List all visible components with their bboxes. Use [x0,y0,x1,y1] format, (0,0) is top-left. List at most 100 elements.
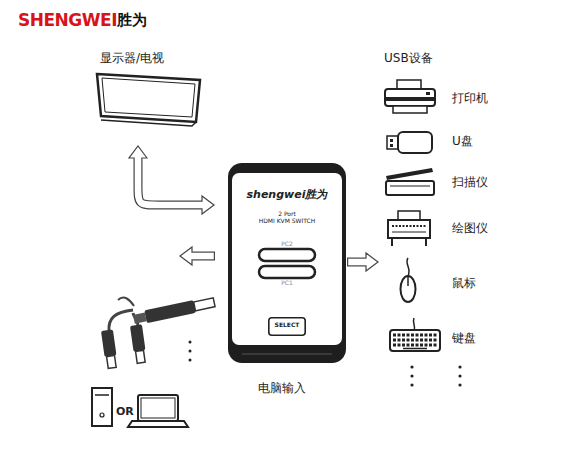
key-row [393,339,437,342]
dot [410,374,413,377]
keyboard-cable [413,318,414,330]
select-key [269,318,305,335]
arrow-head [202,196,214,214]
device-label: 绘图仪 [452,222,488,236]
scanner-icon [386,168,434,195]
monitor-node: 显示器/电视 [92,50,208,132]
plotter-icon [388,211,430,246]
laptop-lid [138,395,178,421]
plug-body [101,329,117,356]
arrow-head [129,146,147,158]
mouse-cable [407,258,409,276]
output-arrow [180,247,215,265]
dot [458,383,461,386]
key-row [393,334,437,337]
laptop [128,395,188,427]
mouse-body [401,276,416,302]
printer-light [426,92,430,95]
button-label: SELECT [268,322,306,329]
mouse-icon [401,258,416,302]
pc2-button: PC2 [258,241,316,263]
arrow-shaft [347,258,366,267]
dot [189,359,192,362]
hollow-arrow [347,253,378,271]
scanner-glass [390,185,430,186]
dot [410,383,413,386]
plotter-leg [391,238,393,246]
desktop-computer [92,388,112,426]
hollow-arrow [129,146,214,214]
logo-text: 胜为 [117,12,147,29]
usb-pin [390,144,393,147]
usb-connector [387,136,398,149]
model-line: HDMI KVM SWITCH [228,218,346,225]
pill-button [259,249,315,261]
pc1-button-outline [258,264,316,290]
keyboard-icon [390,318,440,351]
plug-tip [107,355,117,368]
select-button: SELECT [268,317,306,336]
port-label: PC2 [258,241,316,248]
logo-text: SHENGWEI [18,11,117,31]
printer-icon [385,80,435,113]
plug-tip [194,298,215,311]
tower-case [92,388,112,426]
dot [458,374,461,377]
keyboard-body [390,330,440,351]
printer-band [385,97,435,101]
monitor-screen [102,78,195,117]
plug-strain-relief [133,312,147,323]
or-label: OR [116,406,134,419]
pill-button [259,266,315,278]
mouse-button-split [407,276,409,286]
usb-pin [390,139,393,142]
plug-tip [136,350,146,363]
arrow-fill [190,253,214,260]
usb-drive-icon [387,132,432,153]
monitor-edge [101,120,196,126]
power-button [100,413,104,417]
model-line: 2 Port [228,211,346,218]
arrow-fill [138,156,204,205]
monitor-frame [97,74,200,122]
plotter-leg [425,238,427,246]
plotter-stripes [392,225,426,227]
scanner-base [386,181,434,195]
arrow-fill [348,259,368,266]
hdmi-usb-cable [101,296,216,369]
ellipsis-dots [410,365,461,386]
usb-body [398,132,432,153]
device-label: 扫描仪 [452,176,488,190]
group-title: USB设备 [384,52,433,66]
switch-casing [228,163,346,363]
device-title: 显示器/电视 [100,52,164,66]
usb-plug [101,329,118,368]
plotter-body [388,220,430,238]
device-label: 打印机 [452,92,488,106]
dot [189,341,192,344]
device-label: 鼠标 [452,277,476,291]
caption-label: 电脑输入 [258,382,306,396]
ellipsis-dots [189,341,192,362]
cable-wire [118,298,134,306]
drive-bay [95,394,109,396]
key-row [393,344,437,347]
space-bar [403,348,427,350]
dot [189,350,192,353]
switch-base-line [242,354,332,355]
device-label: U盘 [452,135,473,149]
printer-body [385,89,435,106]
plug-body [130,324,146,351]
plug-body [144,300,196,323]
cable-wire [109,310,133,331]
usb-plug [130,324,147,363]
plotter-stripes [392,231,426,232]
laptop-base [128,421,188,427]
port-label: PC1 [258,280,316,287]
scanner-lid [386,168,433,180]
kvm-switch: shengwei胜为2 PortHDMI KVM SWITCHPC2PC1SEL… [228,163,346,363]
dot [410,365,413,368]
arrow-head [366,253,378,271]
pc1-button: PC1 [258,264,316,290]
